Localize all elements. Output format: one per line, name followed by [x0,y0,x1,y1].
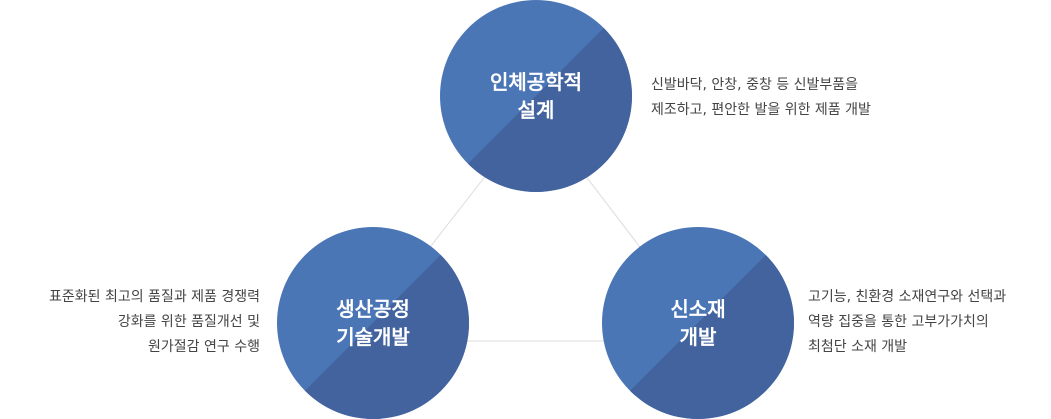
node-title-line: 설계 [517,98,555,122]
node-new-material: 신소재 개발 [602,227,794,419]
desc-line: 역량 집중을 통한 고부가가치의 [808,314,989,330]
node-title-line: 인체공학적 [490,70,582,94]
desc-line: 고기능, 친환경 소재연구와 선택과 [808,289,1007,305]
node-shade [602,227,794,419]
node-title-line: 생산공정 [336,297,410,321]
node-title: 생산공정 기술개발 [277,227,469,419]
node-title-line: 개발 [679,325,717,349]
desc-line: 강화를 위한 품질개선 및 [117,314,260,330]
desc-line: 최첨단 소재 개발 [808,339,908,355]
node-title: 인체공학적 설계 [440,0,632,192]
node-shade [277,227,469,419]
desc-line: 원가절감 연구 수행 [148,339,260,355]
node-title-line: 신소재 [670,297,726,321]
node-shade [440,0,632,192]
desc-line: 신발바닥, 안창, 중창 등 신발부품을 [651,77,859,93]
desc-line: 제조하고, 편안한 발을 위한 제품 개발 [651,102,871,118]
desc-line: 표준화된 최고의 품질과 제품 경쟁력 [49,289,260,305]
desc-ergonomic-design: 신발바닥, 안창, 중창 등 신발부품을 제조하고, 편안한 발을 위한 제품 … [651,73,871,123]
desc-production-process: 표준화된 최고의 품질과 제품 경쟁력 강화를 위한 품질개선 및 원가절감 연… [49,285,260,360]
node-title-line: 기술개발 [336,325,410,349]
node-ergonomic-design: 인체공학적 설계 [440,0,632,192]
node-production-process: 생산공정 기술개발 [277,227,469,419]
node-title: 신소재 개발 [602,227,794,419]
desc-new-material: 고기능, 친환경 소재연구와 선택과 역량 집중을 통한 고부가가치의 최첨단 … [808,285,1006,360]
